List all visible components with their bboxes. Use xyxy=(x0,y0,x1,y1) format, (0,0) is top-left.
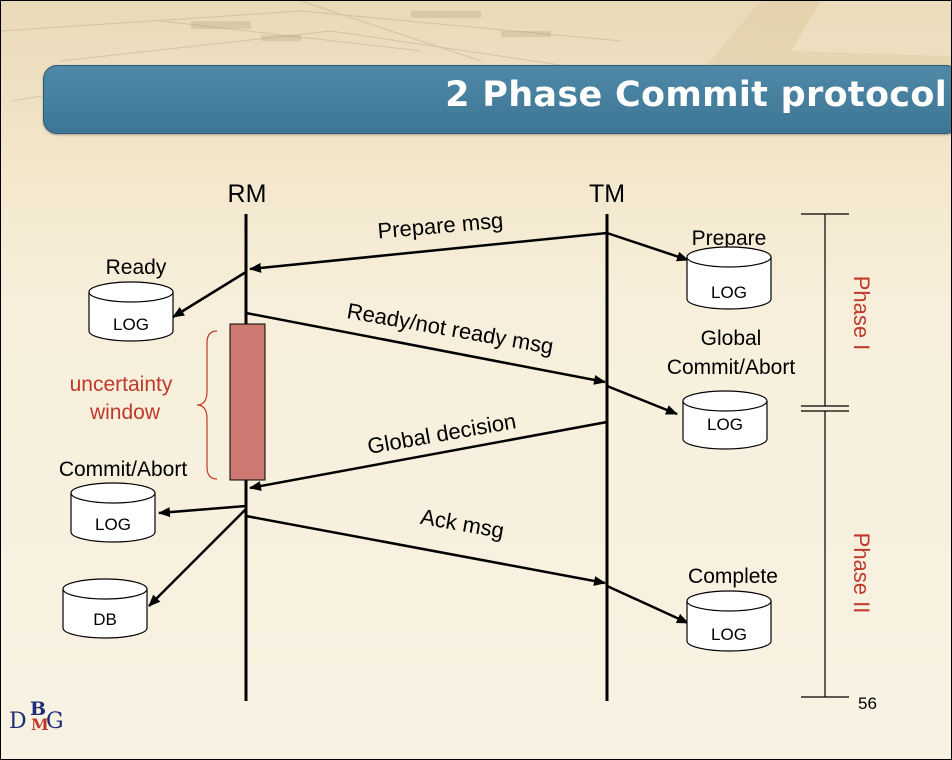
phase-1-label: Phase I xyxy=(849,276,874,351)
uncertainty-window xyxy=(229,323,266,481)
page-number: 56 xyxy=(858,694,877,713)
tm-complete-label: Complete xyxy=(688,565,778,588)
tm-global-log-text: LOG xyxy=(707,415,743,434)
tm-global-log-arrow xyxy=(606,384,678,416)
rm-ready-label: Ready xyxy=(106,256,167,279)
ready-msg-arrow xyxy=(245,311,606,385)
page-title: 2 Phase Commit protocol xyxy=(445,75,947,115)
tm-complete-log-cylinder: LOG xyxy=(686,590,772,652)
phase-bracket xyxy=(801,213,849,698)
rm-ready-log-cylinder: LOG xyxy=(88,281,174,342)
ack-msg-label: Ack msg xyxy=(419,504,506,543)
tm-global-label-line2: Commit/Abort xyxy=(667,356,796,379)
rm-ready-log-arrow xyxy=(172,270,247,319)
prepare-msg-label: Prepare msg xyxy=(377,208,505,244)
tm-prepare-log-text: LOG xyxy=(711,283,747,302)
rm-ready-log-text: LOG xyxy=(113,315,149,334)
rm-commit-log-cylinder: LOG xyxy=(70,482,156,543)
rm-db-text: DB xyxy=(93,610,117,629)
uncertainty-brace xyxy=(196,330,218,480)
uncertainty-label-line1: uncertainty xyxy=(70,373,173,396)
tm-global-label-line1: Global xyxy=(701,327,762,350)
title-bar: 2 Phase Commit protocol xyxy=(43,65,951,134)
decision-msg-arrow xyxy=(249,420,608,491)
ack-msg-arrow xyxy=(245,514,606,586)
rm-db-arrow xyxy=(148,508,247,607)
tm-complete-log-arrow xyxy=(606,584,689,625)
rm-commit-abort-label: Commit/Abort xyxy=(59,458,188,481)
ready-msg-label: Ready/not ready msg xyxy=(345,298,555,359)
rm-commit-log-text: LOG xyxy=(95,515,131,534)
rm-commit-log-arrow xyxy=(158,504,247,518)
tm-label: TM xyxy=(589,180,625,208)
tm-complete-log-text: LOG xyxy=(711,625,747,644)
tm-prepare-label: Prepare xyxy=(692,227,767,250)
prepare-msg-arrow xyxy=(249,231,608,273)
phase-2-label: Phase II xyxy=(849,533,874,614)
uncertainty-label-line2: window xyxy=(89,401,161,424)
tm-prepare-log-cylinder: LOG xyxy=(686,246,772,310)
rm-db-cylinder: DB xyxy=(62,578,148,639)
tm-prepare-log-arrow xyxy=(606,231,689,262)
tm-global-log-cylinder: LOG xyxy=(682,390,768,450)
rm-label: RM xyxy=(228,180,267,208)
